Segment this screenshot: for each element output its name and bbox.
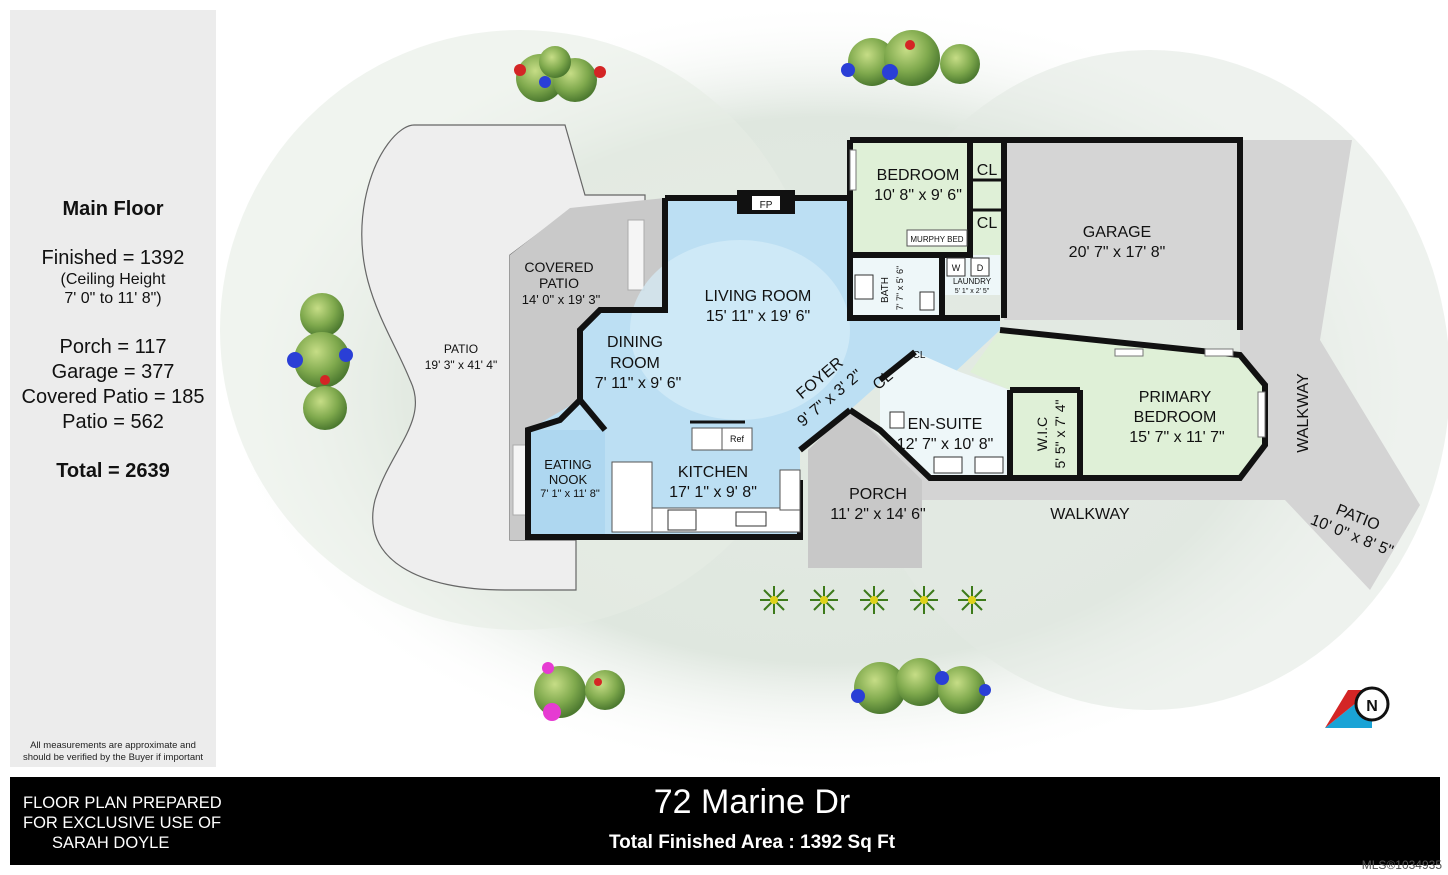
bedroom-closet-1: CL (977, 162, 998, 179)
fireplace-label: FP (760, 200, 773, 211)
dining-room-dims: 7' 11" x 9' 6" (595, 375, 682, 392)
covered-patio-dims: 14' 0" x 19' 3" (522, 292, 601, 307)
total-finished-area: Total Finished Area : 1392 Sq Ft (608, 832, 896, 853)
dryer (970, 257, 990, 277)
ensuite-label: EN-SUITE (908, 416, 983, 433)
disclaimer-line-2: should be verified by the Buyer if impor… (22, 752, 204, 763)
primary-bedroom-label-1: PRIMARY (1139, 389, 1212, 406)
laundry-label: LAUNDRY (953, 277, 992, 286)
patio-area-shape (361, 124, 646, 591)
mls-number: MLS®1034935 (1361, 858, 1442, 872)
bath-label: BATH (880, 277, 891, 303)
garage-area: Garage = 377 (51, 361, 175, 383)
walls (525, 137, 1268, 540)
wic-label: W.I.C (1034, 417, 1050, 451)
palm-plants (760, 586, 986, 614)
walkway-shape (808, 140, 1420, 590)
bedroom-label: BEDROOM (877, 167, 960, 184)
eating-nook-label-2: NOOK (549, 472, 588, 487)
living-room-label: LIVING ROOM (705, 288, 812, 305)
patio-bench-2 (512, 444, 528, 516)
garage-dims: 20' 7" x 17' 8" (1069, 244, 1166, 261)
svg-text:D: D (977, 263, 984, 273)
compass-icon: N (1325, 686, 1390, 728)
eating-nook-shape (528, 430, 605, 537)
stove (667, 509, 697, 531)
eating-nook-label-1: EATING (544, 457, 591, 472)
walkway-vertical-label: WALKWAY (1295, 373, 1312, 453)
porch-dims: 11' 2" x 14' 6" (830, 506, 925, 523)
summary-title: Main Floor (62, 198, 164, 220)
total-area: Total = 2639 (56, 460, 170, 482)
ensuite-sink-2 (974, 456, 1004, 474)
kitchen-dims: 17' 1" x 9' 8" (669, 484, 757, 501)
room-labels: BEDROOM 10' 8" x 9' 6" CL CL GARAGE 20' … (425, 162, 1396, 560)
bath-dims: 7' 7" x 5' 6" (895, 266, 905, 310)
footer-bar: FLOOR PLAN PREPARED FOR EXCLUSIVE USE OF… (10, 777, 1440, 865)
bath-toilet (919, 291, 935, 311)
foyer-closet-label-1: CL (913, 350, 926, 361)
ensuite-sink-1 (933, 456, 963, 474)
landscape-plants (287, 30, 991, 721)
laundry-dims: 5' 1" x 2' 5" (955, 288, 990, 295)
bedroom-dims: 10' 8" x 9' 6" (874, 187, 962, 204)
wic-shape (1018, 390, 1078, 478)
prepared-line-2: FOR EXCLUSIVE USE OF (23, 814, 222, 832)
murphy-bed (906, 229, 968, 247)
prepared-line-3: SARAH DOYLE (52, 834, 170, 852)
wic-dims: 5' 5" x 7' 4" (1052, 399, 1068, 468)
ceiling-line-1: (Ceiling Height (60, 271, 166, 288)
living-room-dims: 15' 11" x 19' 6" (706, 308, 810, 325)
bedroom-closet-2: CL (977, 215, 998, 232)
ensuite-dims: 12' 7" x 10' 8" (897, 436, 994, 453)
prepared-line-1: FLOOR PLAN PREPARED (23, 794, 222, 812)
property-address: 72 Marine Dr (653, 783, 851, 821)
kitchen-counter-1 (611, 461, 653, 533)
ceiling-line-2: 7' 0" to 11' 8") (64, 290, 162, 307)
porch-shape (808, 410, 922, 568)
primary-bedroom-dims: 15' 7" x 11' 7" (1129, 429, 1224, 446)
washer (946, 257, 966, 277)
walkway-horizontal-label: WALKWAY (1050, 506, 1130, 523)
ensuite-shape (880, 352, 1010, 478)
compass-north-label: N (1366, 698, 1378, 715)
covered-patio-label-1: COVERED (524, 259, 593, 275)
patio-label: PATIO (444, 342, 478, 356)
porch-area: Porch = 117 (59, 336, 167, 358)
eating-nook-dims: 7' 1" x 11' 8" (540, 488, 600, 500)
murphy-bed-label: MURPHY BED (910, 235, 963, 244)
patio-area: Patio = 562 (62, 411, 164, 433)
svg-text:W: W (952, 263, 961, 273)
finished-area: Finished = 1392 (41, 247, 185, 269)
porch-label: PORCH (849, 486, 907, 503)
patio-bench-1 (627, 219, 645, 291)
summary-panel (10, 10, 216, 767)
covered-patio-area: Covered Patio = 185 (21, 386, 205, 408)
garage-shape (1004, 140, 1240, 320)
primary-bedroom-label-2: BEDROOM (1134, 409, 1217, 426)
garage-label: GARAGE (1083, 224, 1151, 241)
patio-dims: 19' 3" x 41' 4" (425, 358, 497, 372)
bath-sink (854, 274, 874, 300)
disclaimer-line-1: All measurements are approximate and (30, 740, 196, 751)
covered-patio-label-2: PATIO (539, 275, 579, 291)
kitchen-label: KITCHEN (678, 464, 748, 481)
ensuite-toilet (889, 411, 905, 429)
dining-room-label-2: ROOM (610, 355, 660, 372)
refrigerator (721, 427, 753, 451)
refrigerator-label: Ref (730, 434, 745, 444)
kitchen-sink (735, 511, 767, 527)
dining-room-label-1: DINING (607, 334, 663, 351)
